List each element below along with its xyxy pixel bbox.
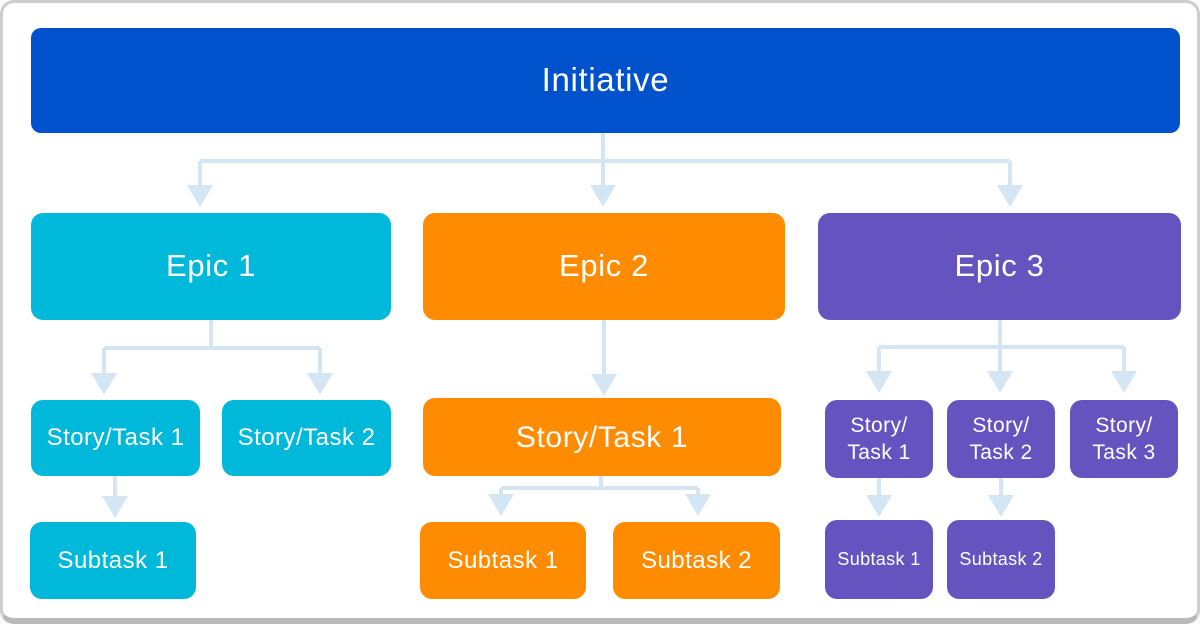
node-epic3-subtask-2: Subtask 2	[947, 520, 1055, 599]
node-epic1-story-2: Story/Task 2	[222, 400, 391, 476]
arrowhead-epic1-subtask1	[102, 496, 128, 518]
node-epic1-subtask-1-label: Subtask 1	[57, 546, 169, 574]
node-epic-3: Epic 3	[818, 213, 1181, 320]
node-epic1-story-1: Story/Task 1	[31, 400, 200, 476]
node-epic1-story-1-label: Story/Task 1	[46, 424, 185, 452]
node-epic3-subtask-1: Subtask 1	[825, 520, 933, 599]
connector-initiative-to-epics	[198, 133, 1012, 185]
arrowhead-epic3-story1	[866, 371, 892, 393]
node-epic2-story-1: Story/Task 1	[423, 398, 781, 476]
node-epic1-subtask-1: Subtask 1	[30, 522, 196, 599]
arrowhead-epic3-subtask2	[988, 495, 1014, 517]
node-epic2-subtask-1-label: Subtask 1	[447, 546, 559, 574]
node-epic-2-label: Epic 2	[559, 248, 649, 284]
node-epic-1-label: Epic 1	[166, 248, 256, 284]
node-epic-3-label: Epic 3	[954, 248, 1045, 284]
connector-epic3-to-stories	[877, 320, 1126, 371]
arrowhead-epic3-story2	[987, 371, 1013, 393]
arrowhead-epic2-subtask1	[488, 494, 514, 516]
arrowhead-epic1	[187, 185, 213, 207]
node-initiative-label: Initiative	[541, 61, 670, 99]
node-epic3-story-3: Story/ Task 3	[1070, 400, 1178, 478]
node-epic3-story-1: Story/ Task 1	[825, 400, 933, 478]
node-epic-2: Epic 2	[423, 213, 785, 320]
node-epic-1: Epic 1	[31, 213, 391, 320]
node-epic3-story-1-label: Story/ Task 1	[847, 413, 911, 464]
node-epic3-story-2-label: Story/ Task 2	[969, 413, 1033, 464]
node-epic3-subtask-1-label: Subtask 1	[837, 548, 921, 569]
node-epic2-subtask-2-label: Subtask 2	[640, 546, 753, 574]
node-epic3-story-2: Story/ Task 2	[947, 400, 1055, 478]
arrowhead-epic3	[997, 185, 1023, 207]
connector-epic2-story-to-subtasks	[499, 476, 700, 494]
node-epic2-subtask-2: Subtask 2	[613, 522, 780, 599]
arrowhead-epic2	[590, 185, 616, 207]
arrowhead-epic2-story1	[591, 374, 617, 396]
node-initiative: Initiative	[31, 28, 1180, 133]
connector-epic1-to-stories	[102, 320, 322, 373]
node-epic2-story-1-label: Story/Task 1	[515, 420, 689, 454]
arrowhead-epic3-story3	[1111, 371, 1137, 393]
arrowhead-epic1-story2	[307, 373, 333, 395]
node-epic2-subtask-1: Subtask 1	[420, 522, 586, 599]
node-epic1-story-2-label: Story/Task 2	[237, 424, 376, 452]
arrowhead-epic3-subtask1	[866, 495, 892, 517]
arrowhead-epic2-subtask2	[685, 494, 711, 516]
arrowhead-epic1-story1	[91, 373, 117, 395]
node-epic3-story-3-label: Story/ Task 3	[1092, 413, 1156, 464]
node-epic3-subtask-2-label: Subtask 2	[959, 548, 1043, 569]
